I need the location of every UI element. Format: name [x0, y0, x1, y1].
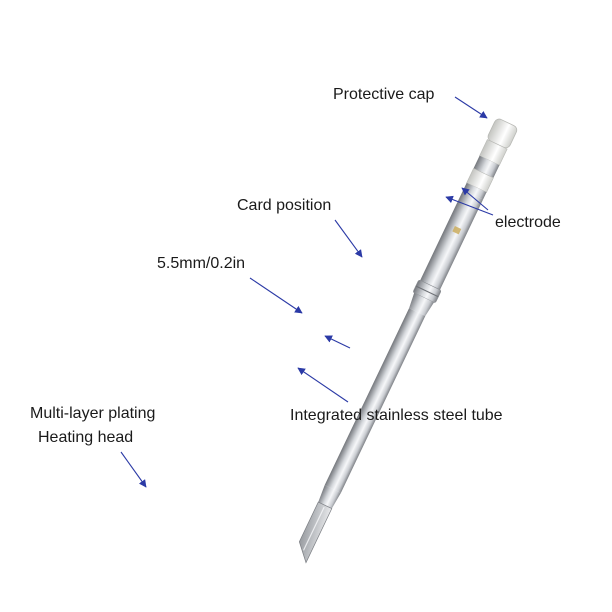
label-plating: Multi-layer plating	[30, 405, 156, 422]
arrow-protective-cap	[454, 96, 488, 119]
steel-tube	[324, 308, 426, 493]
label-card-position: Card position	[237, 197, 332, 214]
arrow-steel-tube	[297, 367, 349, 403]
arrow-diameter-lower	[324, 335, 351, 349]
label-heating-head: Heating head	[38, 429, 134, 446]
upper-shaft	[420, 190, 484, 290]
arrow-electrode	[461, 187, 489, 211]
tip-neck	[318, 485, 341, 509]
heating-head-blade	[298, 501, 333, 564]
shaft-marking	[452, 225, 462, 235]
electrode-metal-band	[473, 155, 500, 178]
arrow-heating-head	[120, 451, 147, 488]
arrow-electrode-2	[445, 195, 494, 216]
arrow-diameter-upper	[249, 277, 303, 314]
label-steel-tube: Integrated stainless steel tube	[290, 407, 503, 424]
arrow-card-position	[334, 219, 363, 258]
label-electrode: electrode	[495, 214, 561, 231]
shaft-taper	[409, 292, 434, 317]
label-protective-cap: Protective cap	[333, 86, 435, 103]
electrode-metal-band-2	[463, 182, 487, 200]
label-diameter: 5.5mm/0.2in	[157, 255, 246, 272]
soldering-tip	[298, 118, 518, 564]
